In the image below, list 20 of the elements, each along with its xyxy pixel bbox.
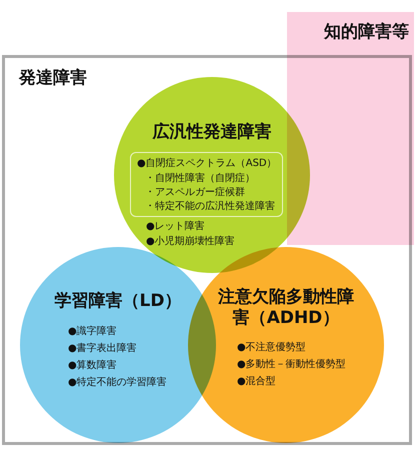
list-item: ・自閉性障害（自閉症） [145,172,255,185]
subgroup-box [130,152,283,217]
list-item: ●不注意優勢型 [237,341,306,354]
list-item: ●混合型 [237,375,276,388]
list-item: ●識字障害 [68,325,117,338]
heading: 学習障害（LD） [54,290,182,312]
list-item: ・アスペルガー症候群 [145,186,245,199]
heading: 知的障害等 [322,21,409,43]
list-item: ・特定不能の広汎性発達障害 [145,200,275,213]
heading: 注意欠陥多動性障害（ADHD） [218,287,354,329]
list-item: ●書字表出障害 [68,342,137,355]
list-item: ●特定不能の学習障害 [68,376,167,389]
list-item: ●レット障害 [146,220,205,233]
list-item: ●小児期崩壊性障害 [146,235,235,248]
list-item: ●算数障害 [68,359,117,372]
list-item: ●多動性－衝動性優勢型 [237,358,346,371]
heading: 広汎性発達障害 [151,121,272,143]
category-band [287,12,414,245]
heading: 発達障害 [19,67,87,89]
list-item: ●自閉症スペクトラム（ASD） [137,157,277,170]
